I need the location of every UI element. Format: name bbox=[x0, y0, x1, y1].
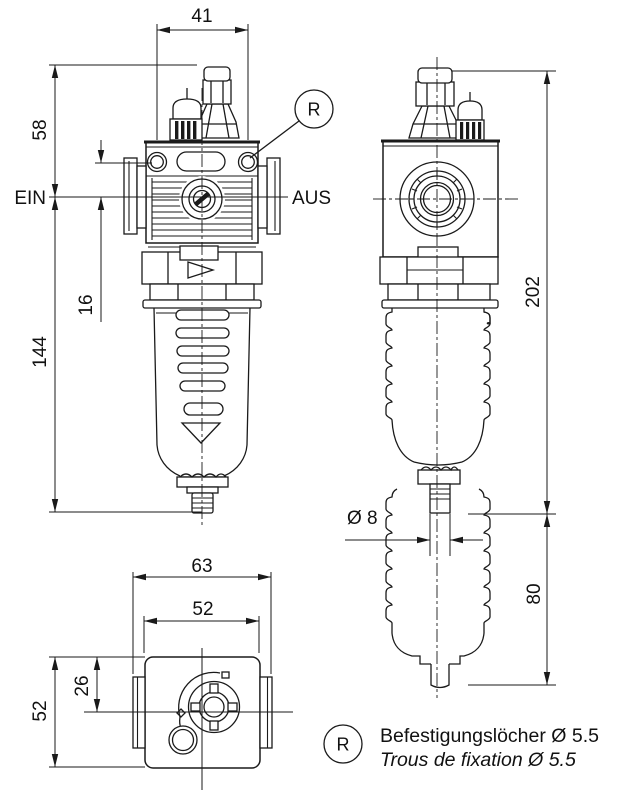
dimensions-front bbox=[49, 24, 334, 513]
legend-text-french: Trous de fixation Ø 5.5 bbox=[380, 749, 576, 771]
dimensions-side bbox=[345, 70, 556, 686]
dim-overall-width-label: 63 bbox=[191, 556, 212, 577]
dim-drain-diameter-label: Ø 8 bbox=[347, 508, 378, 529]
bowl-arrow-marker bbox=[180, 422, 222, 444]
bowl bbox=[153, 307, 251, 478]
dim-overall-depth-label: 52 bbox=[30, 700, 51, 721]
legend-r-label: R bbox=[337, 735, 350, 755]
ribbed-bowl bbox=[385, 308, 491, 466]
r-callout-balloon bbox=[294, 89, 334, 129]
dim-axis-to-front-label: 26 bbox=[72, 675, 93, 696]
flow-direction-arrow-icon bbox=[187, 261, 216, 279]
fill-plug-top bbox=[187, 680, 241, 734]
legend-r-balloon bbox=[323, 724, 363, 764]
dim-axis-to-bottom-label: 144 bbox=[30, 336, 51, 368]
r-callout-label: R bbox=[308, 100, 321, 120]
drain-side bbox=[417, 466, 461, 514]
inlet-port-label: EIN bbox=[14, 188, 46, 209]
dim-body-width-label: 52 bbox=[192, 599, 213, 620]
top-slot bbox=[176, 151, 226, 172]
dim-top-to-axis-label: 58 bbox=[30, 119, 51, 140]
legend bbox=[323, 724, 363, 764]
dim-hole-spacing-label: 41 bbox=[191, 6, 212, 27]
rotation-arrow-icon bbox=[178, 671, 221, 729]
front-view bbox=[123, 66, 281, 528]
dim-total-height-label: 202 bbox=[523, 276, 544, 308]
dim-axis-to-holes-label: 16 bbox=[76, 294, 97, 315]
side-view bbox=[373, 57, 521, 698]
drain-front bbox=[176, 473, 229, 514]
bowl-removal-outline bbox=[385, 488, 491, 689]
outlet-port-label: AUS bbox=[292, 188, 331, 209]
top-view bbox=[84, 648, 293, 790]
legend-text-german: Befestigungslöcher Ø 5.5 bbox=[380, 725, 599, 747]
label-window bbox=[179, 245, 219, 261]
dim-removal-clearance-label: 80 bbox=[524, 583, 545, 604]
dimensions-top bbox=[49, 572, 272, 768]
